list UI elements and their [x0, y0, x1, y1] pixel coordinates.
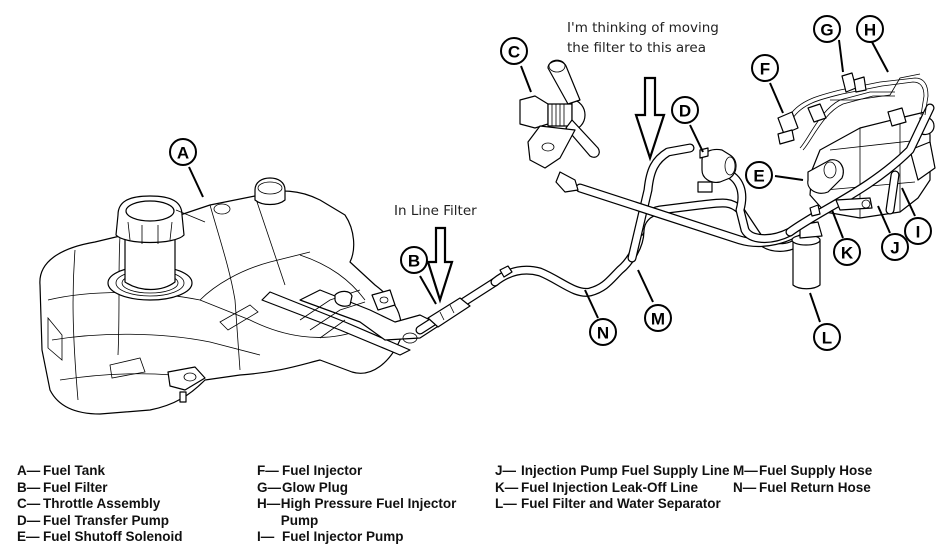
callout-j-label: J [890, 239, 899, 258]
legend-column-1: A—Fuel Tank B—Fuel Filter C—Throttle Ass… [17, 463, 182, 546]
legend-key: A— [17, 463, 41, 478]
legend-item: C—Throttle Assembly [17, 496, 182, 513]
move-filter-note-line-1: I'm thinking of moving [567, 20, 719, 36]
legend-key: E— [17, 529, 40, 544]
legend-item: E—Fuel Shutoff Solenoid [17, 529, 182, 546]
legend-item: N—Fuel Return Hose [733, 480, 872, 497]
legend-text: Throttle Assembly [43, 496, 161, 511]
legend-key: N— [733, 479, 757, 495]
callout-d-label: D [679, 102, 691, 121]
callout-l: L [813, 323, 841, 351]
callout-a: A [169, 138, 197, 166]
callout-j: J [881, 233, 909, 261]
legend-item: A—Fuel Tank [17, 463, 182, 480]
legend-text: Injection Pump Fuel Supply Line [521, 463, 730, 478]
callout-b-label: B [408, 252, 420, 271]
legend-item: L— Fuel Filter and Water Separator [495, 496, 735, 513]
callout-n-label: N [597, 324, 609, 343]
legend-text: Fuel Tank [43, 463, 106, 478]
callout-n: N [589, 318, 617, 346]
callout-m: M [644, 304, 672, 332]
callout-k: K [833, 238, 861, 266]
callout-k-label: K [841, 244, 854, 263]
callout-f-label: F [760, 60, 770, 79]
legend-text: Fuel Transfer Pump [43, 512, 170, 528]
legend-item: I— Fuel Injector Pump [257, 529, 487, 546]
legend-key: H— [257, 496, 281, 511]
move-filter-note: I'm thinking of moving the filter to thi… [567, 18, 719, 58]
callout-m-label: M [651, 310, 665, 329]
legend-column-3: J— Injection Pump Fuel Supply Line K—Fuel… [495, 463, 735, 513]
callout-h-label: H [864, 21, 876, 40]
callout-h: H [856, 15, 884, 43]
legend-text: Fuel Injector [282, 463, 363, 478]
legend-item: H—High Pressure Fuel Injector Pump [257, 496, 487, 529]
legend-item: K—Fuel Injection Leak-Off Line [495, 480, 735, 497]
legend-text: Fuel Shutoff Solenoid [43, 529, 183, 544]
fuel-transfer-pump [697, 147, 737, 193]
legend-column-2: F—Fuel Injector G—Glow Plug H—High Press… [257, 463, 487, 546]
legend-text: Fuel Supply Hose [759, 463, 873, 478]
inline-filter-note: In Line Filter [394, 203, 477, 219]
legend-key: G— [257, 479, 282, 495]
callout-c: C [500, 37, 528, 65]
callout-g-label: G [820, 21, 833, 40]
in-line-fuel-filter [427, 297, 471, 328]
legend-key: M— [733, 463, 758, 478]
legend-column-4: M—Fuel Supply Hose N—Fuel Return Hose [733, 463, 872, 496]
fuel-system-diagram: A B C D E F G H I J K L M N [39, 15, 936, 415]
callout-g: G [813, 15, 841, 43]
legend-text: High Pressure Fuel Injector Pump [280, 496, 457, 528]
throttle-assembly [519, 59, 600, 193]
move-filter-arrow [634, 76, 666, 162]
callout-i-label: I [916, 223, 921, 242]
callout-c-label: C [508, 43, 520, 62]
legend-item: J— Injection Pump Fuel Supply Line [495, 463, 735, 480]
leader-lines [188, 39, 916, 323]
legend-item: D—Fuel Transfer Pump [17, 513, 182, 530]
callout-a-label: A [177, 144, 189, 163]
legend-text: Fuel Filter [43, 479, 108, 495]
legend-text: Fuel Filter and Water Separator [521, 496, 721, 511]
callout-e-label: E [753, 167, 764, 186]
legend-item: F—Fuel Injector [257, 463, 487, 480]
legend-key: C— [17, 496, 41, 511]
callout-b: B [400, 246, 428, 274]
legend-key: F— [257, 463, 279, 478]
legend-key: K— [495, 479, 519, 495]
legend-item: B—Fuel Filter [17, 480, 182, 497]
move-filter-note-line-2: the filter to this area [567, 40, 707, 56]
legend-text: Fuel Injector Pump [282, 529, 404, 544]
legend-text: Fuel Injection Leak-Off Line [521, 479, 699, 495]
callout-f: F [751, 54, 779, 82]
callout-l-label: L [822, 329, 832, 348]
callout-i: I [904, 217, 932, 245]
legend-key: B— [17, 479, 41, 495]
inline-filter-arrow [426, 226, 454, 304]
callout-e: E [745, 161, 773, 189]
callout-d: D [671, 96, 699, 124]
legend-item: G—Glow Plug [257, 480, 487, 497]
legend-key: L— [495, 496, 517, 511]
fuel-tank [39, 177, 441, 415]
legend-key: D— [17, 512, 41, 528]
legend-text: Fuel Return Hose [759, 479, 871, 495]
legend-text: Glow Plug [282, 479, 348, 495]
legend-key: I— [257, 529, 275, 544]
legend-item: M—Fuel Supply Hose [733, 463, 872, 480]
engine-fuel-assembly [777, 72, 936, 290]
legend-key: J— [495, 463, 517, 478]
